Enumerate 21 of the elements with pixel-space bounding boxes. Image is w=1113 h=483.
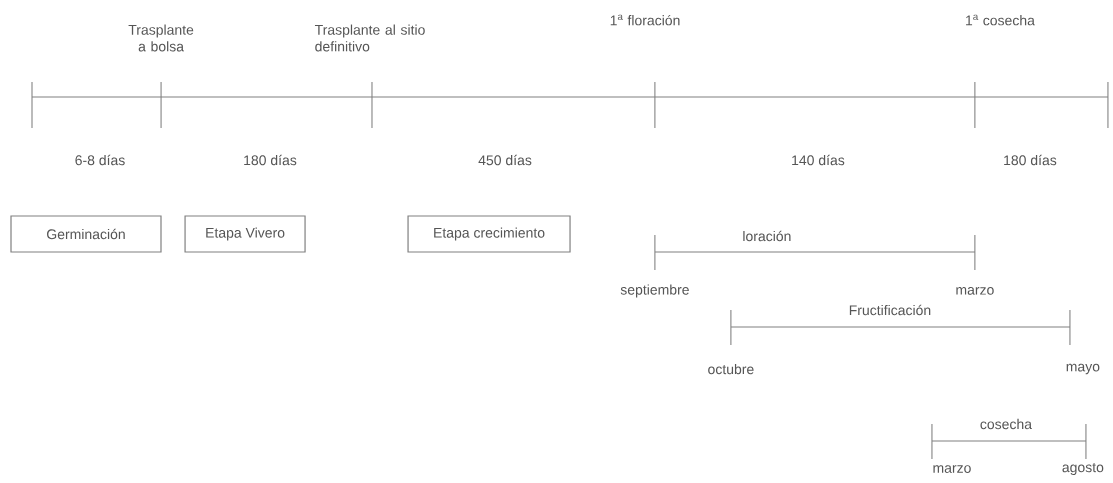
stage-box: Etapa Vivero <box>184 215 306 253</box>
month-label: agosto <box>1062 463 1104 476</box>
duration-label: 180 días <box>1004 154 1057 166</box>
duration-label: 6-8 días <box>75 154 125 166</box>
duration-label: 140 días <box>792 154 845 166</box>
month-label: octubre <box>708 363 754 375</box>
month-label: marzo <box>956 287 994 295</box>
event-label: Trasplante al sitio definitivo <box>314 24 425 52</box>
month-label: septiembre <box>620 284 689 298</box>
month-label: marzo <box>933 465 971 473</box>
duration-label: 180 días <box>244 154 297 166</box>
stage-box: Germinación <box>10 215 162 253</box>
range-label: loración <box>743 230 791 242</box>
range-label: cosecha <box>980 418 1032 430</box>
stage-box: Etapa crecimiento <box>407 215 571 253</box>
event-label: Trasplante a bolsa <box>128 24 194 52</box>
event-label: 1$^{a}$ floración <box>610 14 680 26</box>
duration-label: 450 días <box>478 154 532 166</box>
event-label: 1$^{a}$ cosecha <box>966 14 1035 26</box>
range-label: Fructificación <box>849 304 931 316</box>
month-label: mayo <box>1066 363 1100 375</box>
